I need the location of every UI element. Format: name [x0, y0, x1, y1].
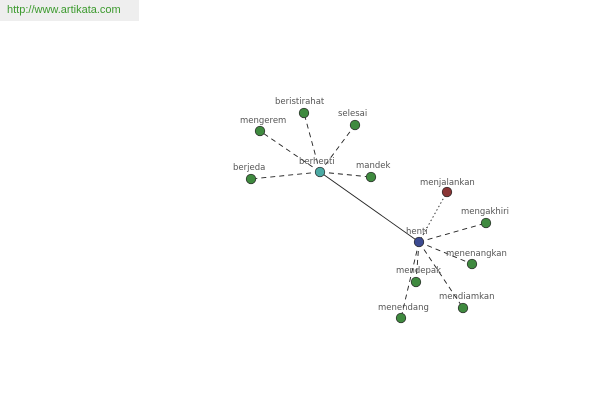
- node-henti[interactable]: henti: [406, 227, 428, 248]
- node-mendiamkan[interactable]: mendiamkan: [439, 292, 495, 314]
- site-url-link[interactable]: http://www.artikata.com: [7, 4, 121, 16]
- node-label-menjalankan: menjalankan: [420, 178, 475, 188]
- edge-henti-menenangkan: [418, 241, 473, 265]
- node-berhenti[interactable]: berhenti: [299, 157, 335, 178]
- edge-berhenti-beristirahat: [303, 112, 321, 173]
- node-mengakhiri[interactable]: mengakhiri: [461, 207, 509, 229]
- node-dot-mendepak[interactable]: [410, 276, 422, 288]
- node-dot-berhenti[interactable]: [314, 166, 326, 178]
- node-label-mandek: mandek: [356, 161, 391, 171]
- node-dot-mandek[interactable]: [365, 171, 377, 183]
- node-label-selesai: selesai: [338, 109, 367, 119]
- node-dot-mengerem[interactable]: [254, 125, 266, 137]
- node-mengerem[interactable]: mengerem: [240, 116, 286, 137]
- node-dot-mendiamkan[interactable]: [457, 302, 469, 314]
- node-berjeda[interactable]: berjeda: [233, 163, 265, 185]
- node-label-berhenti: berhenti: [299, 157, 335, 167]
- node-dot-menendang[interactable]: [395, 312, 407, 324]
- node-label-mendiamkan: mendiamkan: [439, 292, 495, 302]
- edge-berhenti-henti: [319, 171, 420, 243]
- edge-henti-menjalankan: [418, 191, 448, 243]
- edge-berhenti-berjeda: [250, 171, 321, 180]
- node-label-henti: henti: [406, 227, 428, 237]
- edge-berhenti-selesai: [319, 124, 356, 173]
- node-menendang[interactable]: menendang: [378, 303, 429, 324]
- node-label-mengerem: mengerem: [240, 116, 286, 126]
- node-label-berjeda: berjeda: [233, 163, 265, 173]
- nodes-layer: berhenti henti beristirahat selesai mengerem…: [233, 97, 509, 324]
- url-bar: http://www.artikata.com: [0, 0, 139, 21]
- edge-berhenti-mengerem: [259, 130, 321, 173]
- node-selesai[interactable]: selesai: [338, 109, 367, 131]
- node-dot-menjalankan[interactable]: [441, 186, 453, 198]
- node-label-beristirahat: beristirahat: [275, 97, 325, 107]
- edge-henti-mengakhiri: [418, 222, 487, 243]
- edges-layer: [250, 112, 487, 319]
- node-label-menendang: menendang: [378, 303, 429, 313]
- node-beristirahat[interactable]: beristirahat: [275, 97, 325, 119]
- node-label-menenangkan: menenangkan: [446, 249, 507, 259]
- node-mendepak[interactable]: mendepak: [396, 266, 441, 288]
- node-dot-beristirahat[interactable]: [298, 107, 310, 119]
- node-dot-berjeda[interactable]: [245, 173, 257, 185]
- edge-berhenti-mandek: [319, 171, 372, 178]
- edge-henti-mendepak: [415, 241, 420, 283]
- node-label-mendepak: mendepak: [396, 266, 441, 276]
- node-dot-selesai[interactable]: [349, 119, 361, 131]
- edge-henti-menendang: [400, 241, 420, 319]
- node-dot-menenangkan[interactable]: [466, 258, 478, 270]
- node-dot-henti[interactable]: [413, 236, 425, 248]
- node-label-mengakhiri: mengakhiri: [461, 207, 509, 217]
- node-menenangkan[interactable]: menenangkan: [446, 249, 507, 270]
- node-mandek[interactable]: mandek: [356, 161, 391, 183]
- edge-henti-mendiamkan: [418, 241, 464, 309]
- node-dot-mengakhiri[interactable]: [480, 217, 492, 229]
- node-menjalankan[interactable]: menjalankan: [420, 178, 475, 198]
